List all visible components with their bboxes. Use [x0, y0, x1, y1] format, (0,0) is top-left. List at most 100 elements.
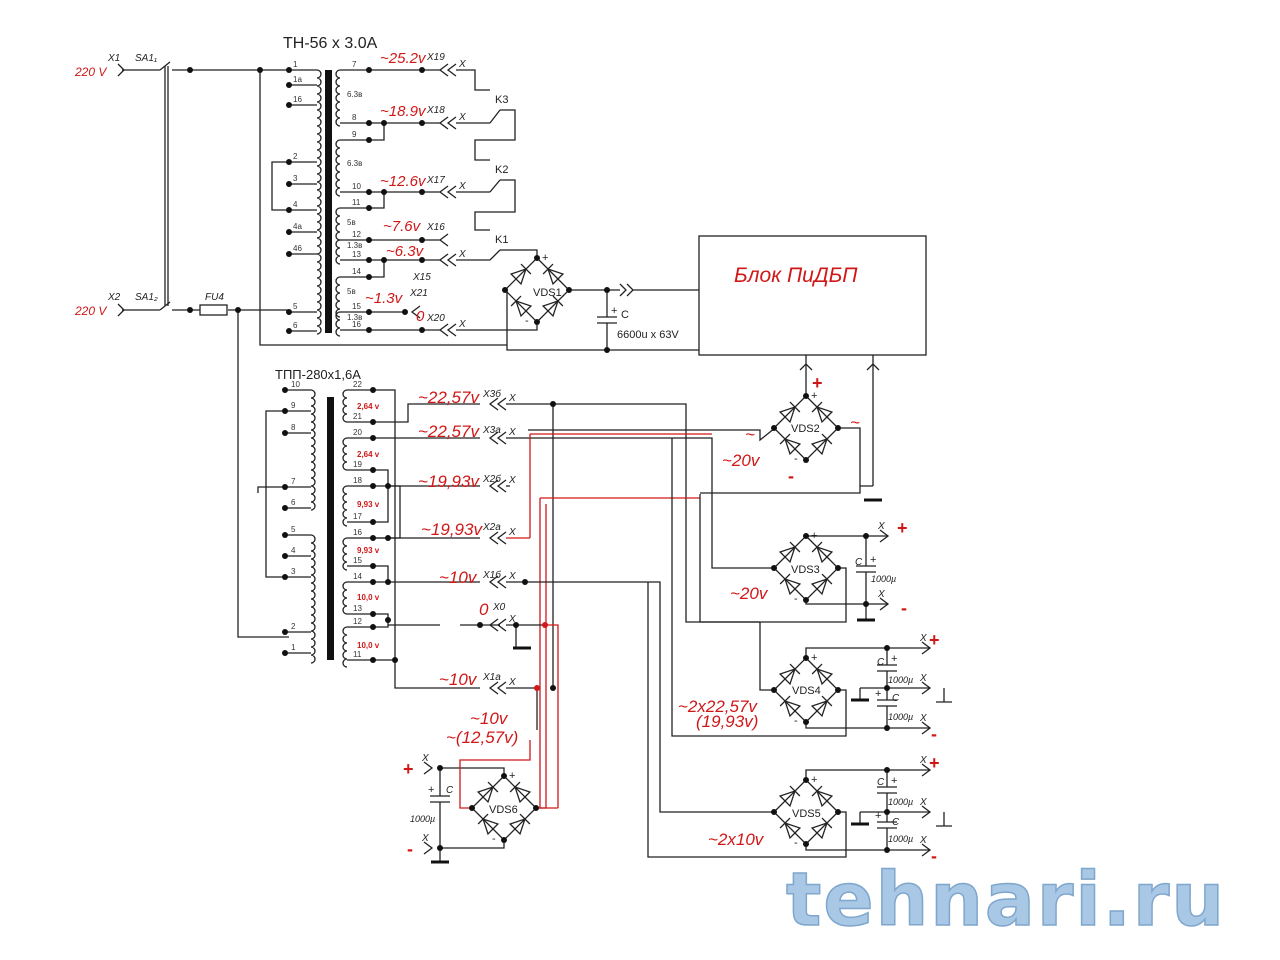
- switch-sa1-2: SA1₂: [135, 292, 158, 303]
- primary-pin-label: 8: [291, 423, 296, 432]
- vds4-cap1-label: C: [877, 657, 885, 668]
- out3-voltage: ~12.6v: [380, 173, 427, 190]
- primary-pin-label: 4: [293, 200, 298, 209]
- wire: [671, 438, 847, 737]
- secondary-pin-label: 9: [352, 130, 357, 139]
- transformer2-core: [327, 397, 334, 660]
- junction-dot: [385, 483, 391, 489]
- junction-dot: [282, 532, 288, 538]
- fuse-symbol: [199, 304, 228, 316]
- junction-dot: [534, 685, 540, 691]
- transformer-winding: [335, 239, 341, 265]
- capacitor-symbol: [597, 316, 617, 324]
- secondary-pin-label: 14: [352, 267, 361, 276]
- relay-k2: K2: [495, 164, 508, 176]
- junction-dot: [370, 624, 376, 630]
- bridge-minus-mark: -: [794, 837, 798, 849]
- vds5-cap1-label: C: [877, 777, 885, 788]
- vds2-tilde-left: ~: [745, 425, 755, 444]
- output-terminal: [921, 721, 932, 735]
- primary-pin-label: 16: [293, 95, 302, 104]
- vds2-ac-label: ~20v: [722, 451, 761, 470]
- junction-dot: [522, 579, 528, 585]
- vds6-cap-label: C: [446, 785, 454, 796]
- vds5-cap2-label: C: [892, 817, 900, 828]
- t2-out4-connector: X2a: [482, 522, 501, 533]
- connector-x-mark: X: [919, 713, 927, 724]
- connector-plug: [799, 363, 880, 371]
- junction-dot: [282, 484, 288, 490]
- transformer-winding: [310, 389, 316, 511]
- wire: [805, 844, 930, 851]
- bridge-minus-mark: -: [794, 715, 798, 727]
- junction-dot: [884, 767, 890, 773]
- junction-dot: [370, 535, 376, 541]
- wire: [373, 565, 389, 582]
- secondary-pin-label: 13: [353, 604, 362, 613]
- diode-symbol: [810, 573, 833, 596]
- vds2-label: VDS2: [791, 423, 820, 435]
- wire: [528, 427, 776, 442]
- junction-dot: [282, 387, 288, 393]
- junction-dot: [477, 622, 483, 628]
- vds1-cap-label: C: [621, 309, 629, 321]
- connector-plug: [488, 681, 507, 695]
- wire: [500, 249, 538, 258]
- junction-dot: [366, 257, 372, 263]
- junction-dot: [366, 120, 372, 126]
- secondary-pin-label: 21: [353, 412, 362, 421]
- t2-out6-voltage: 0: [479, 600, 489, 619]
- junction-dot: [803, 777, 809, 783]
- vds4-plus: +: [929, 630, 940, 650]
- junction-dot: [385, 617, 391, 623]
- diode-symbol: [779, 433, 802, 456]
- junction-dot: [884, 809, 890, 815]
- junction-dot: [501, 773, 507, 779]
- junction-dot: [282, 650, 288, 656]
- secondary-pin-label: 18: [353, 476, 362, 485]
- connector-x-mark: X: [458, 319, 466, 330]
- connector-x-mark: X: [458, 181, 466, 192]
- secondary-pin-label: 16: [352, 320, 361, 329]
- wire: [369, 123, 385, 141]
- junction-dot: [366, 237, 372, 243]
- capacitor-plus: +: [891, 653, 897, 665]
- t2-out6-connector: X0: [492, 602, 506, 613]
- junction-dot: [771, 809, 777, 815]
- connector-x-mark: X: [508, 571, 516, 582]
- winding-voltage-label: 10,0 v: [357, 641, 380, 650]
- wires-layer: [122, 69, 930, 862]
- junction-dot: [803, 841, 809, 847]
- out1-voltage: ~25.2v: [380, 50, 427, 67]
- transformer-winding: [335, 276, 341, 318]
- junction-dot: [835, 687, 841, 693]
- capacitor-plus: +: [891, 775, 897, 787]
- winding-voltage-label: 6.3в: [347, 90, 362, 99]
- primary-pin-label: 2: [291, 622, 296, 631]
- wire: [373, 485, 401, 539]
- connector-plug: [438, 63, 457, 77]
- vds6-cap-value: 1000µ: [410, 814, 435, 824]
- vds4-minus: -: [931, 724, 937, 744]
- junction-dot: [370, 611, 376, 617]
- diode-symbol: [811, 541, 834, 564]
- junction-dot: [419, 237, 425, 243]
- junction-dot: [282, 574, 288, 580]
- junction-dot: [366, 327, 372, 333]
- connector-open: [410, 305, 421, 319]
- wire: [474, 179, 516, 231]
- junction-dot: [370, 387, 376, 393]
- junction-dot: [419, 189, 425, 195]
- out5-connector: X15: [412, 272, 431, 283]
- secondary-pin-label: 8: [352, 113, 357, 122]
- mains-input-terminal: [117, 63, 125, 317]
- output-terminal: [423, 761, 434, 775]
- wire: [440, 767, 505, 776]
- junction-dot: [370, 657, 376, 663]
- t2-out7-voltage: ~10v: [439, 670, 478, 689]
- bridge-minus-mark: -: [794, 453, 798, 465]
- connector-plug: [488, 531, 507, 545]
- primary-pin-label: 6: [291, 498, 296, 507]
- primary-pin-label: 2: [293, 152, 298, 161]
